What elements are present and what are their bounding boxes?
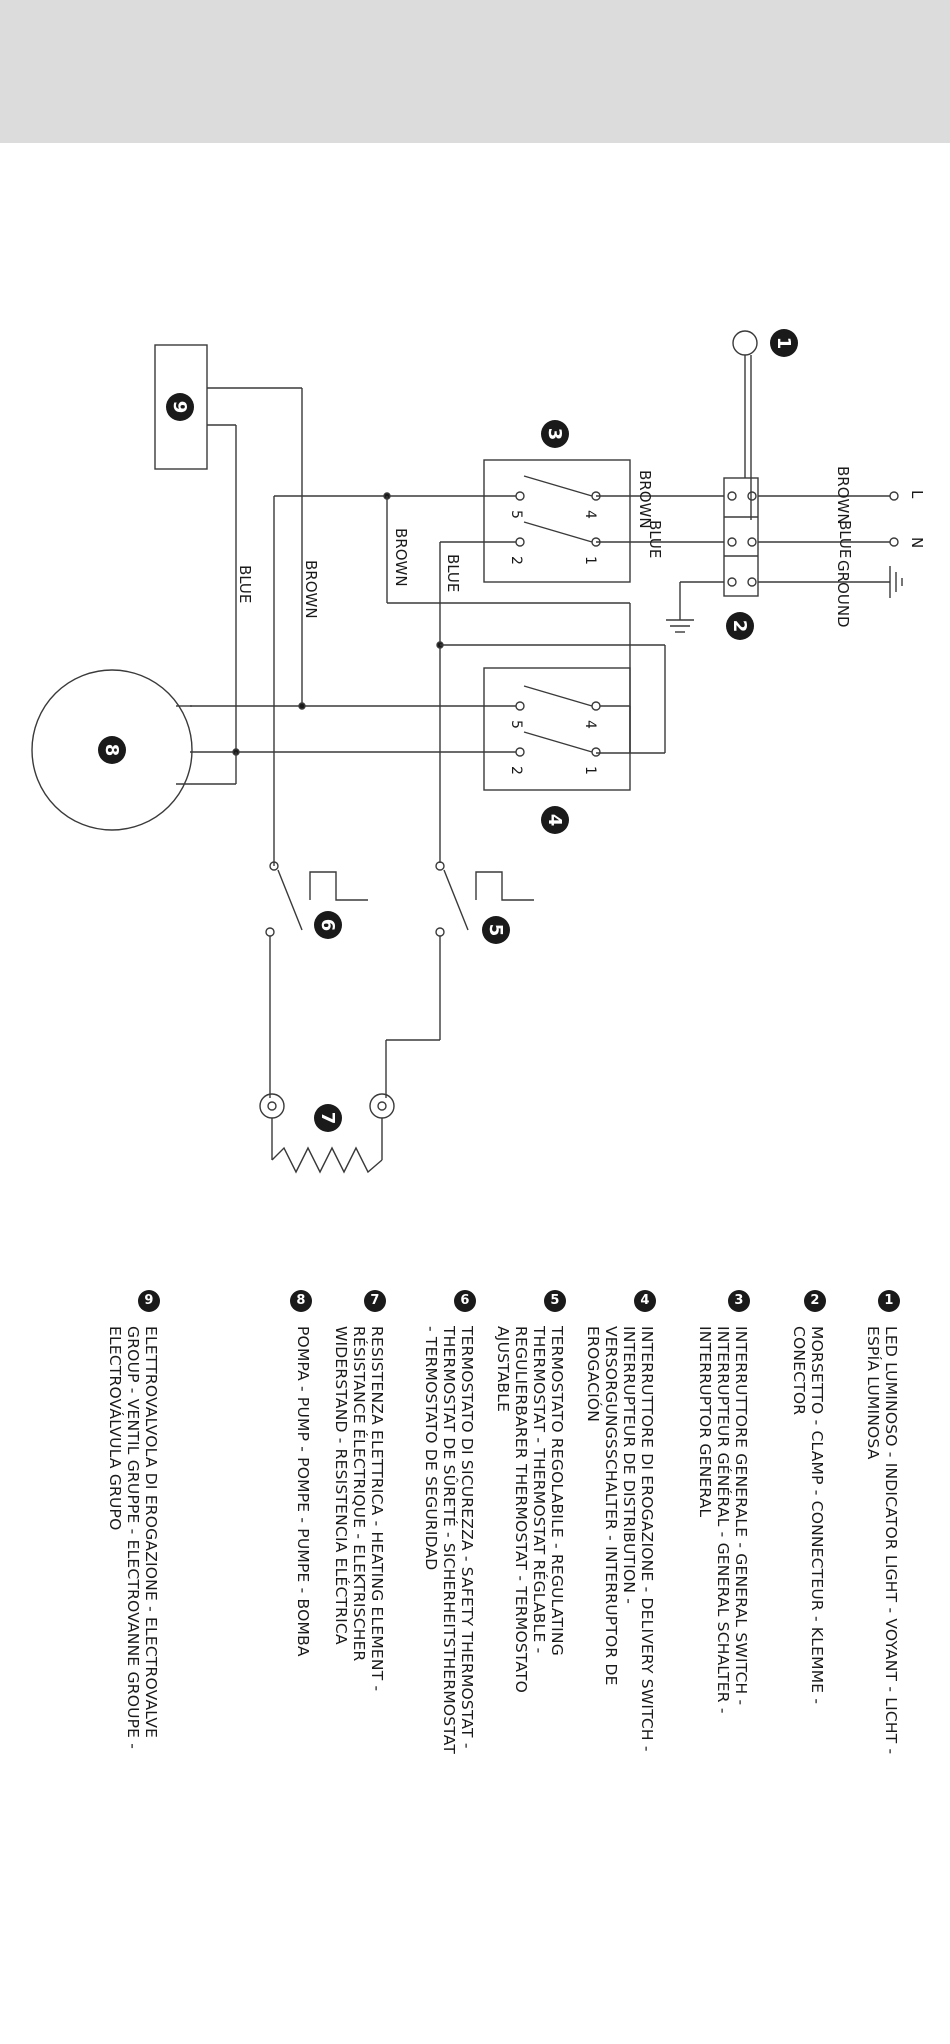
wire-label-brown-pump: BROWN [302,560,320,619]
switch4-pin-4: 4 [582,720,598,729]
wire-label-brown-in: BROWN [834,466,852,525]
callout-8: 8 [101,744,122,757]
callout-3: 3 [544,428,565,441]
legend-number-badge: 7 [364,1290,386,1312]
switch3-pin-1: 1 [582,556,598,565]
wire-label-brown-out: BROWN [636,470,654,529]
callout-7: 7 [317,1112,338,1125]
terminal-label-neutral: N [908,537,926,548]
legend-number-badge: 1 [878,1290,900,1312]
wiring-diagram: BROWN BLUE GROUND BROWN BLUE BROWN BLUE … [31,329,926,1174]
legend-number-badge: 5 [544,1290,566,1312]
legend-description: ELETTROVALVOLA DI EROGAZIONE - ELECTROVA… [106,1326,160,1750]
callout-2: 2 [729,620,750,633]
legend-number-badge: 8 [290,1290,312,1312]
pump-symbol [31,669,193,831]
legend-description: RESISTENZA ELETTRICA - HEATING ELEMENT -… [332,1326,386,1692]
terminal-block [723,477,759,597]
wire-label-blue-out: BLUE [646,520,664,558]
switch3-pin-4: 4 [582,510,598,519]
indicator-light-symbol [732,330,758,356]
callout-9: 9 [169,401,190,414]
legend-description: INTERRUTTORE GENERALE - GENERAL SWITCH -… [696,1326,750,1714]
wire-label-blue-mid: BLUE [444,554,462,592]
terminal-label-line: L [908,490,926,499]
legend-description: TERMOSTATO DI SICUREZZA - SAFETY THERMOS… [422,1326,476,1755]
legend-number-badge: 3 [728,1290,750,1312]
wire-label-blue-in: BLUE [836,520,854,558]
switch4-pin-2: 2 [508,766,524,775]
legend-number-badge: 2 [804,1290,826,1312]
legend-description: INTERRUTTORE DI EROGAZIONE - DELIVERY SW… [584,1326,656,1752]
switch3-pin-5: 5 [508,510,524,519]
legend-number-badge: 4 [634,1290,656,1312]
switch4-pin-1: 1 [582,766,598,775]
solenoid-valve-box [154,344,208,470]
callout-5: 5 [485,924,506,937]
legend-description: LED LUMINOSO - INDICATOR LIGHT - VOYANT … [864,1326,900,1755]
legend-number-badge: 6 [454,1290,476,1312]
switch3-pin-2: 2 [508,556,524,565]
general-switch-box [483,459,631,583]
callout-1: 1 [773,337,794,350]
legend-description: TERMOSTATO REGOLABILE - REGULATING THERM… [494,1326,566,1694]
callout-6: 6 [317,919,338,932]
legend-description: MORSETTO - CLAMP - CONNECTEUR - KLEMME -… [790,1326,826,1705]
wire-label-ground: GROUND [834,560,852,628]
switch4-pin-5: 5 [508,720,524,729]
wire-label-brown-mid: BROWN [392,528,410,587]
wire-label-blue-pump: BLUE [236,565,254,603]
heating-element-symbol [271,1146,383,1174]
callout-4: 4 [544,814,565,827]
legend-description: POMPA - PUMP - POMPE - PUMPE - BOMBA [294,1326,312,1657]
legend-number-badge: 9 [138,1290,160,1312]
delivery-switch-box [483,667,631,791]
header-band [0,0,950,143]
